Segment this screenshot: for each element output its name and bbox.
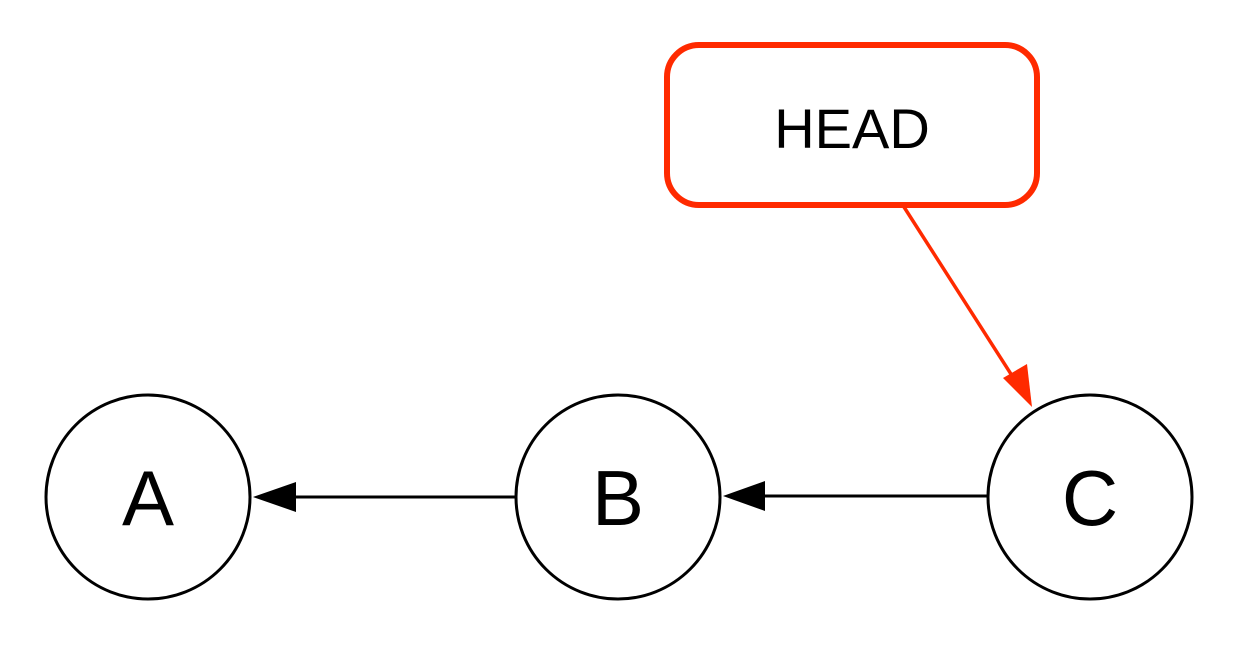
commit-label-c: C <box>1062 454 1118 542</box>
commit-node-a: A <box>44 393 252 601</box>
commit-label-b: B <box>592 454 644 542</box>
edge-c-to-b <box>723 481 988 511</box>
commit-node-b: B <box>514 393 722 601</box>
head-label: HEAD <box>774 97 930 160</box>
head-ref: HEAD <box>664 42 1040 208</box>
commit-node-c: C <box>986 393 1194 601</box>
edge-b-to-a <box>253 482 516 512</box>
commit-label-a: A <box>122 454 174 542</box>
head-box <box>664 42 1040 208</box>
head-to-c-arrow <box>902 206 1032 407</box>
